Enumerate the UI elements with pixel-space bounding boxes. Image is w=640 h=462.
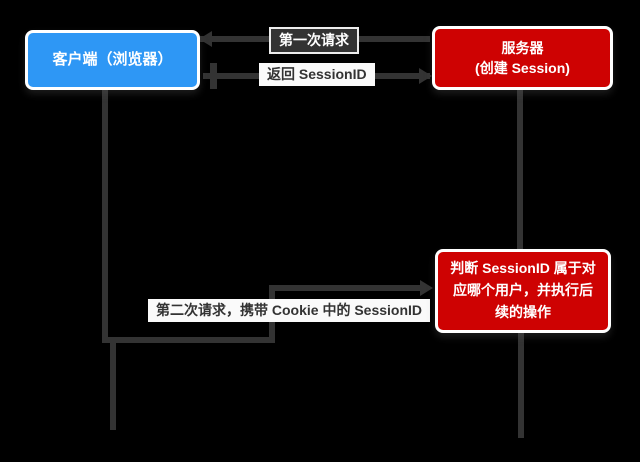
arrowhead-into-process-icon <box>420 280 433 296</box>
edge-client-lifeline-lower <box>110 341 116 430</box>
edge-client-lifeline-upper <box>102 90 108 343</box>
edge-server-to-process-line <box>517 90 523 249</box>
label-second-request: 第二次请求，携带 Cookie 中的 SessionID <box>148 299 431 322</box>
client-browser-node: 客户端（浏览器） <box>25 30 200 90</box>
cross-marker-icon <box>210 63 217 89</box>
server-create-session-node: 服务器 (创建 Session) <box>432 26 613 90</box>
label-return-sessionid: 返回 SessionID <box>259 63 375 86</box>
edge-second-request-horizontal <box>102 337 275 343</box>
judge-sessionid-process-node: 判断 SessionID 属于对 应哪个用户，并执行后 续的操作 <box>435 249 611 333</box>
edge-process-lifeline <box>518 332 524 438</box>
arrowhead-into-client-icon <box>199 31 212 47</box>
arrowhead-into-server-icon <box>419 68 432 84</box>
label-first-request: 第一次请求 <box>269 27 359 54</box>
edge-second-request-to-process <box>269 285 421 291</box>
